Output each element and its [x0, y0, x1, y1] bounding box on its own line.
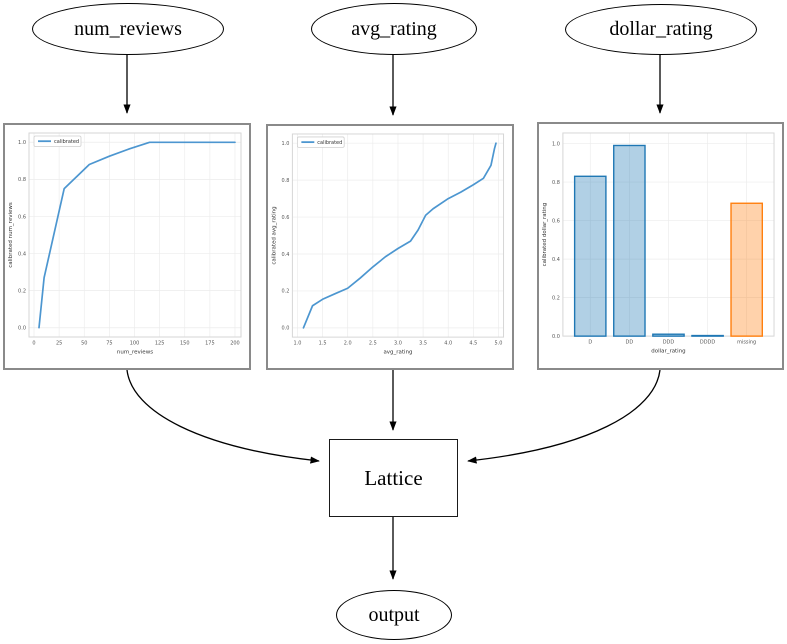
node-dollar-rating: dollar_rating — [565, 4, 757, 55]
x-tick-label: DD — [626, 340, 634, 346]
x-tick-label: 125 — [155, 341, 165, 347]
legend-box — [296, 136, 345, 148]
x-tick-label: 3.0 — [394, 341, 402, 347]
legend-box — [33, 135, 82, 147]
x-tick-label: 5.0 — [495, 341, 503, 347]
edge-calibrated-num-reviews-to-lattice — [126, 369, 320, 464]
y-tick-label: 0.0 — [18, 326, 26, 332]
bar-DD — [613, 144, 646, 337]
x-axis-label: dollar_rating — [651, 349, 685, 355]
x-tick-label: 2.0 — [344, 341, 352, 347]
y-tick-label: 0.6 — [552, 218, 560, 224]
x-tick-label: 4.5 — [469, 341, 477, 347]
bar-DDD — [652, 333, 685, 337]
y-tick-label: 0.8 — [282, 178, 290, 184]
plot-frame — [291, 133, 505, 338]
calibrator-plot-avg-rating: 1.0 1.5 2.0 2.5 3.0 3.5 4.0 4.5 5.0 0.0 0.2 0.4 0.6 0… — [266, 124, 514, 370]
x-tick-label: 75 — [106, 341, 112, 347]
y-tick-label: 0.8 — [552, 180, 560, 186]
calibration-curve — [38, 141, 236, 329]
bar-DDDD — [691, 334, 724, 337]
x-tick-label: DDDD — [700, 340, 715, 346]
y-tick-label: 1.0 — [282, 141, 290, 147]
x-tick-label: 200 — [230, 341, 240, 347]
edge-calibrated-dollar-rating-to-lattice — [467, 369, 661, 464]
node-lattice-label: Lattice — [364, 465, 423, 490]
x-tick-label: 2.5 — [369, 341, 377, 347]
node-num-reviews-label: num_reviews — [74, 17, 182, 40]
y-tick-label: 0.6 — [18, 214, 26, 220]
x-tick-label: missing — [737, 340, 756, 346]
y-tick-label: 0.4 — [552, 257, 560, 263]
y-tick-label: 0.2 — [552, 295, 560, 301]
y-tick-label: 0.0 — [282, 326, 290, 332]
y-tick-label: 1.0 — [552, 141, 560, 147]
calibration-curve — [302, 142, 497, 329]
x-axis-label: avg_rating — [383, 350, 412, 356]
plot-frame — [28, 132, 242, 338]
x-tick-label: 3.5 — [419, 341, 427, 347]
bar-missing — [730, 202, 764, 337]
y-tick-label: 1.0 — [18, 140, 26, 146]
x-tick-label: 50 — [81, 341, 87, 347]
x-tick-label: 25 — [56, 341, 62, 347]
y-tick-label: 0.2 — [18, 288, 26, 294]
node-output: output — [336, 590, 452, 640]
legend-label: calibrated — [317, 140, 342, 146]
node-avg-rating-label: avg_rating — [351, 17, 437, 40]
x-tick-label: 0 — [32, 341, 35, 347]
y-tick-label: 0.4 — [18, 251, 26, 257]
y-tick-label: 0.2 — [282, 289, 290, 295]
y-axis-label: calibrated num_reviews — [8, 202, 14, 268]
x-tick-label: 1.0 — [293, 341, 301, 347]
calibrator-plot-num-reviews: 0 25 50 75 100 125 150 175 200 0.0 0.2 0.4 0.6 0.8 1.0… — [3, 123, 251, 370]
calibrator-chart-num-reviews: 0 25 50 75 100 125 150 175 200 0.0 0.2 0.4 0.6 0.8 1.0… — [8, 132, 242, 356]
x-tick-label: 175 — [205, 341, 215, 347]
node-lattice: Lattice — [329, 439, 458, 517]
y-tick-label: 0.8 — [18, 177, 26, 183]
x-tick-label: 150 — [180, 341, 190, 347]
y-axis-label: calibrated dollar_rating — [542, 203, 548, 267]
x-tick-label: 1.5 — [319, 341, 327, 347]
node-num-reviews: num_reviews — [32, 3, 224, 55]
y-tick-label: 0.6 — [282, 215, 290, 221]
x-tick-label: 4.0 — [444, 341, 452, 347]
x-tick-label: DDD — [663, 340, 675, 346]
calibrator-chart-avg-rating: 1.0 1.5 2.0 2.5 3.0 3.5 4.0 4.5 5.0 0.0 0.2 0.4 0.6 0… — [271, 133, 505, 356]
y-axis-label: calibrated avg_rating — [271, 206, 277, 264]
y-tick-label: 0.4 — [282, 252, 290, 258]
bar-D — [573, 175, 607, 337]
x-tick-label: D — [588, 340, 592, 346]
node-output-label: output — [368, 603, 420, 626]
node-avg-rating: avg_rating — [311, 3, 477, 55]
x-axis-label: num_reviews — [117, 350, 153, 356]
y-tick-label: 0.0 — [552, 334, 560, 340]
node-dollar-rating-label: dollar_rating — [609, 18, 713, 40]
legend-label: calibrated — [54, 139, 79, 145]
x-tick-label: 100 — [130, 341, 140, 347]
